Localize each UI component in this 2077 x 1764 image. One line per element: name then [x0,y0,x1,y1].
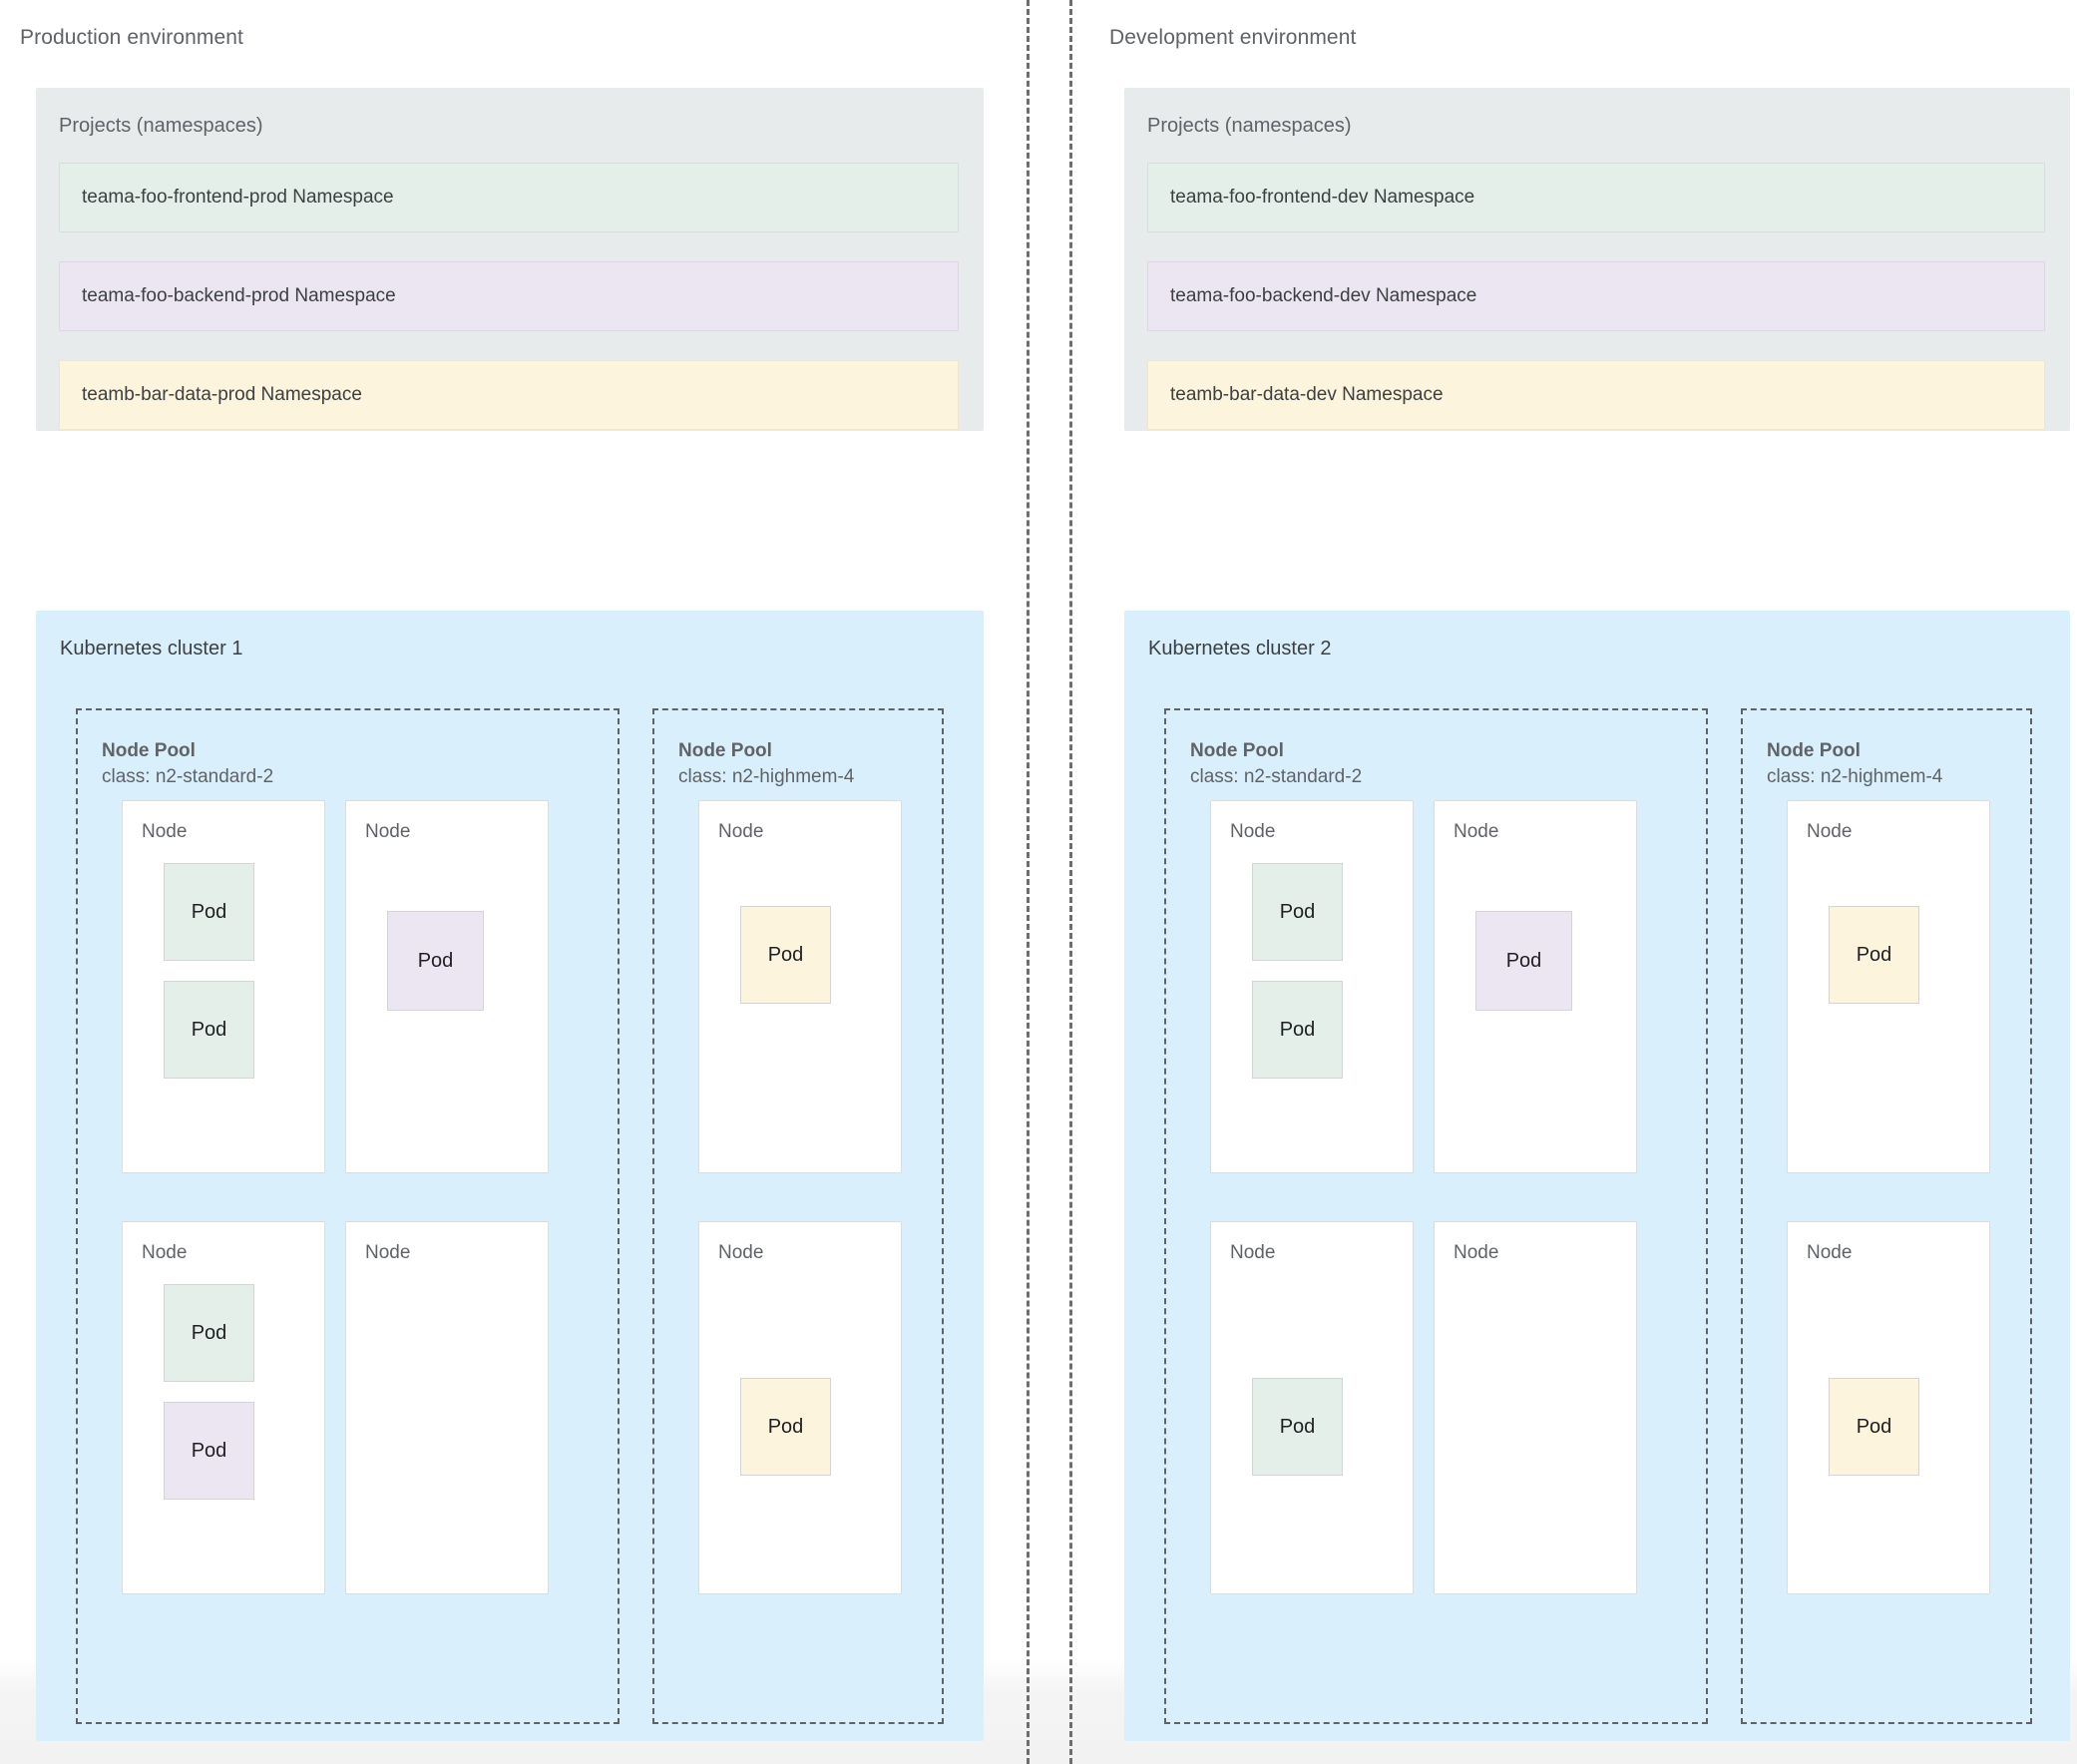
node-label: Node [365,821,411,842]
node-label: Node [718,1242,764,1263]
environment-title: Development environment [1109,26,1357,49]
node-label: Node [1807,1242,1853,1263]
node-card[interactable]: Node Pod [1787,800,1990,1173]
namespace-label: teamb-bar-data-dev Namespace [1170,384,1444,405]
namespace-label: teamb-bar-data-prod Namespace [82,384,362,405]
node-label: Node [1454,821,1499,842]
node-card[interactable]: Node Pod [345,800,549,1173]
pod[interactable]: Pod [1829,1378,1919,1476]
node-card[interactable]: Node Pod Pod [1210,800,1414,1173]
namespace-card[interactable]: teamb-bar-data-dev Namespace [1147,360,2045,430]
node-label: Node [1230,821,1276,842]
namespace-card[interactable]: teama-foo-backend-prod Namespace [59,261,959,331]
node-pool: Node Pool class: n2-standard-2 Node Pod … [1164,708,1708,1724]
namespace-label: teama-foo-frontend-dev Namespace [1170,187,1475,208]
node-pool-class: class: n2-standard-2 [1190,766,1363,788]
pod[interactable]: Pod [1252,981,1343,1079]
node-label: Node [142,1242,188,1263]
pod[interactable]: Pod [164,1284,254,1382]
cluster-title: Kubernetes cluster 1 [60,638,243,660]
projects-panel-title: Projects (namespaces) [1147,115,1352,137]
node-pool-header: Node Pool class: n2-standard-2 [102,738,273,790]
kubernetes-cluster: Kubernetes cluster 1 Node Pool class: n2… [36,611,984,1741]
pod[interactable]: Pod [164,863,254,961]
node-card[interactable]: Node Pod [698,800,902,1173]
pod[interactable]: Pod [164,981,254,1079]
namespace-card[interactable]: teama-foo-backend-dev Namespace [1147,261,2045,331]
node-pool-class: class: n2-standard-2 [102,766,274,788]
pod[interactable]: Pod [740,906,831,1004]
pod[interactable]: Pod [1252,1378,1343,1476]
node-pool-name: Node Pool [678,740,772,761]
namespace-card[interactable]: teama-foo-frontend-prod Namespace [59,163,959,232]
node-card[interactable]: Node Pod [1787,1221,1990,1594]
node-card[interactable]: Node Pod [698,1221,902,1594]
environment-divider-right [1069,0,1072,1764]
pod[interactable]: Pod [1252,863,1343,961]
node-card[interactable]: Node [1434,1221,1637,1594]
node-label: Node [1807,821,1853,842]
node-card[interactable]: Node Pod Pod [122,1221,325,1594]
node-pool-header: Node Pool class: n2-standard-2 [1190,738,1362,790]
namespace-label: teama-foo-backend-prod Namespace [82,285,396,306]
node-pool-class: class: n2-highmem-4 [1767,766,1943,788]
node-label: Node [142,821,188,842]
pod[interactable]: Pod [387,911,484,1011]
namespace-list: teama-foo-frontend-prod Namespace teama-… [59,163,959,430]
namespace-card[interactable]: teamb-bar-data-prod Namespace [59,360,959,430]
node-card[interactable]: Node Pod Pod [122,800,325,1173]
node-pool-header: Node Pool class: n2-highmem-4 [1767,738,1942,790]
projects-panel: Projects (namespaces) teama-foo-frontend… [1124,88,2070,431]
node-pool-group: Node Pool class: n2-standard-2 Node Pod … [1124,695,2070,1741]
projects-panel: Projects (namespaces) teama-foo-frontend… [36,88,984,431]
environment-title: Production environment [20,26,243,49]
node-pool-class: class: n2-highmem-4 [678,766,855,788]
node-pool-name: Node Pool [1190,740,1284,761]
pod[interactable]: Pod [164,1402,254,1500]
kubernetes-cluster: Kubernetes cluster 2 Node Pool class: n2… [1124,611,2070,1741]
node-pool-group: Node Pool class: n2-standard-2 Node Pod … [36,695,984,1741]
node-pool-header: Node Pool class: n2-highmem-4 [678,738,854,790]
namespace-label: teama-foo-frontend-prod Namespace [82,187,394,208]
namespace-card[interactable]: teama-foo-frontend-dev Namespace [1147,163,2045,232]
node-pool: Node Pool class: n2-highmem-4 Node Pod N… [652,708,944,1724]
projects-panel-title: Projects (namespaces) [59,115,263,137]
node-card[interactable]: Node Pod [1210,1221,1414,1594]
node-pool-name: Node Pool [102,740,196,761]
node-label: Node [365,1242,411,1263]
namespace-list: teama-foo-frontend-dev Namespace teama-f… [1147,163,2045,430]
node-label: Node [1230,1242,1276,1263]
cluster-title: Kubernetes cluster 2 [1148,638,1332,660]
environment-divider-left [1027,0,1030,1764]
namespace-label: teama-foo-backend-dev Namespace [1170,285,1477,306]
node-pool: Node Pool class: n2-standard-2 Node Pod … [76,708,620,1724]
pod[interactable]: Pod [740,1378,831,1476]
node-label: Node [718,821,764,842]
node-label: Node [1454,1242,1499,1263]
node-card[interactable]: Node [345,1221,549,1594]
node-pool-name: Node Pool [1767,740,1861,761]
node-card[interactable]: Node Pod [1434,800,1637,1173]
pod[interactable]: Pod [1829,906,1919,1004]
pod[interactable]: Pod [1475,911,1572,1011]
node-pool: Node Pool class: n2-highmem-4 Node Pod N… [1741,708,2032,1724]
